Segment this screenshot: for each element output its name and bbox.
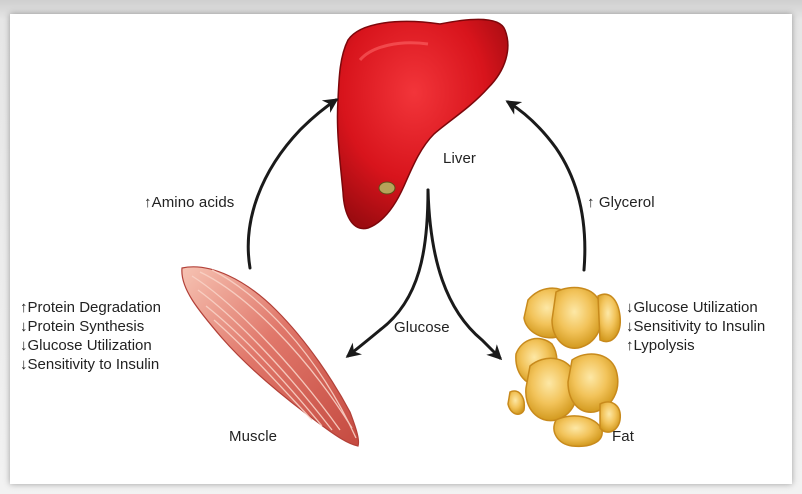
amino-acids-label: ↑Amino acids — [144, 194, 234, 211]
list-item: ↓Sensitivity to Insulin — [626, 317, 765, 336]
list-item: ↓Glucose Utilization — [626, 298, 765, 317]
muscle-illustration — [182, 267, 359, 446]
muscle-effects-list: ↑Protein Degradation ↓Protein Synthesis … — [20, 298, 161, 374]
list-item: ↑Protein Degradation — [20, 298, 161, 317]
fat-effects-list: ↓Glucose Utilization ↓Sensitivity to Ins… — [626, 298, 765, 355]
liver-illustration — [337, 19, 507, 228]
list-item: ↓Protein Synthesis — [20, 317, 161, 336]
liver-label: Liver — [443, 150, 476, 167]
list-item: ↑Lypolysis — [626, 336, 765, 355]
fat-illustration — [508, 288, 620, 447]
glycerol-label: ↑ Glycerol — [587, 194, 655, 211]
glucose-label: Glucose — [394, 319, 450, 336]
list-item: ↓Glucose Utilization — [20, 336, 161, 355]
fat-label: Fat — [612, 428, 634, 445]
list-item: ↓Sensitivity to Insulin — [20, 355, 161, 374]
muscle-label: Muscle — [229, 428, 277, 445]
